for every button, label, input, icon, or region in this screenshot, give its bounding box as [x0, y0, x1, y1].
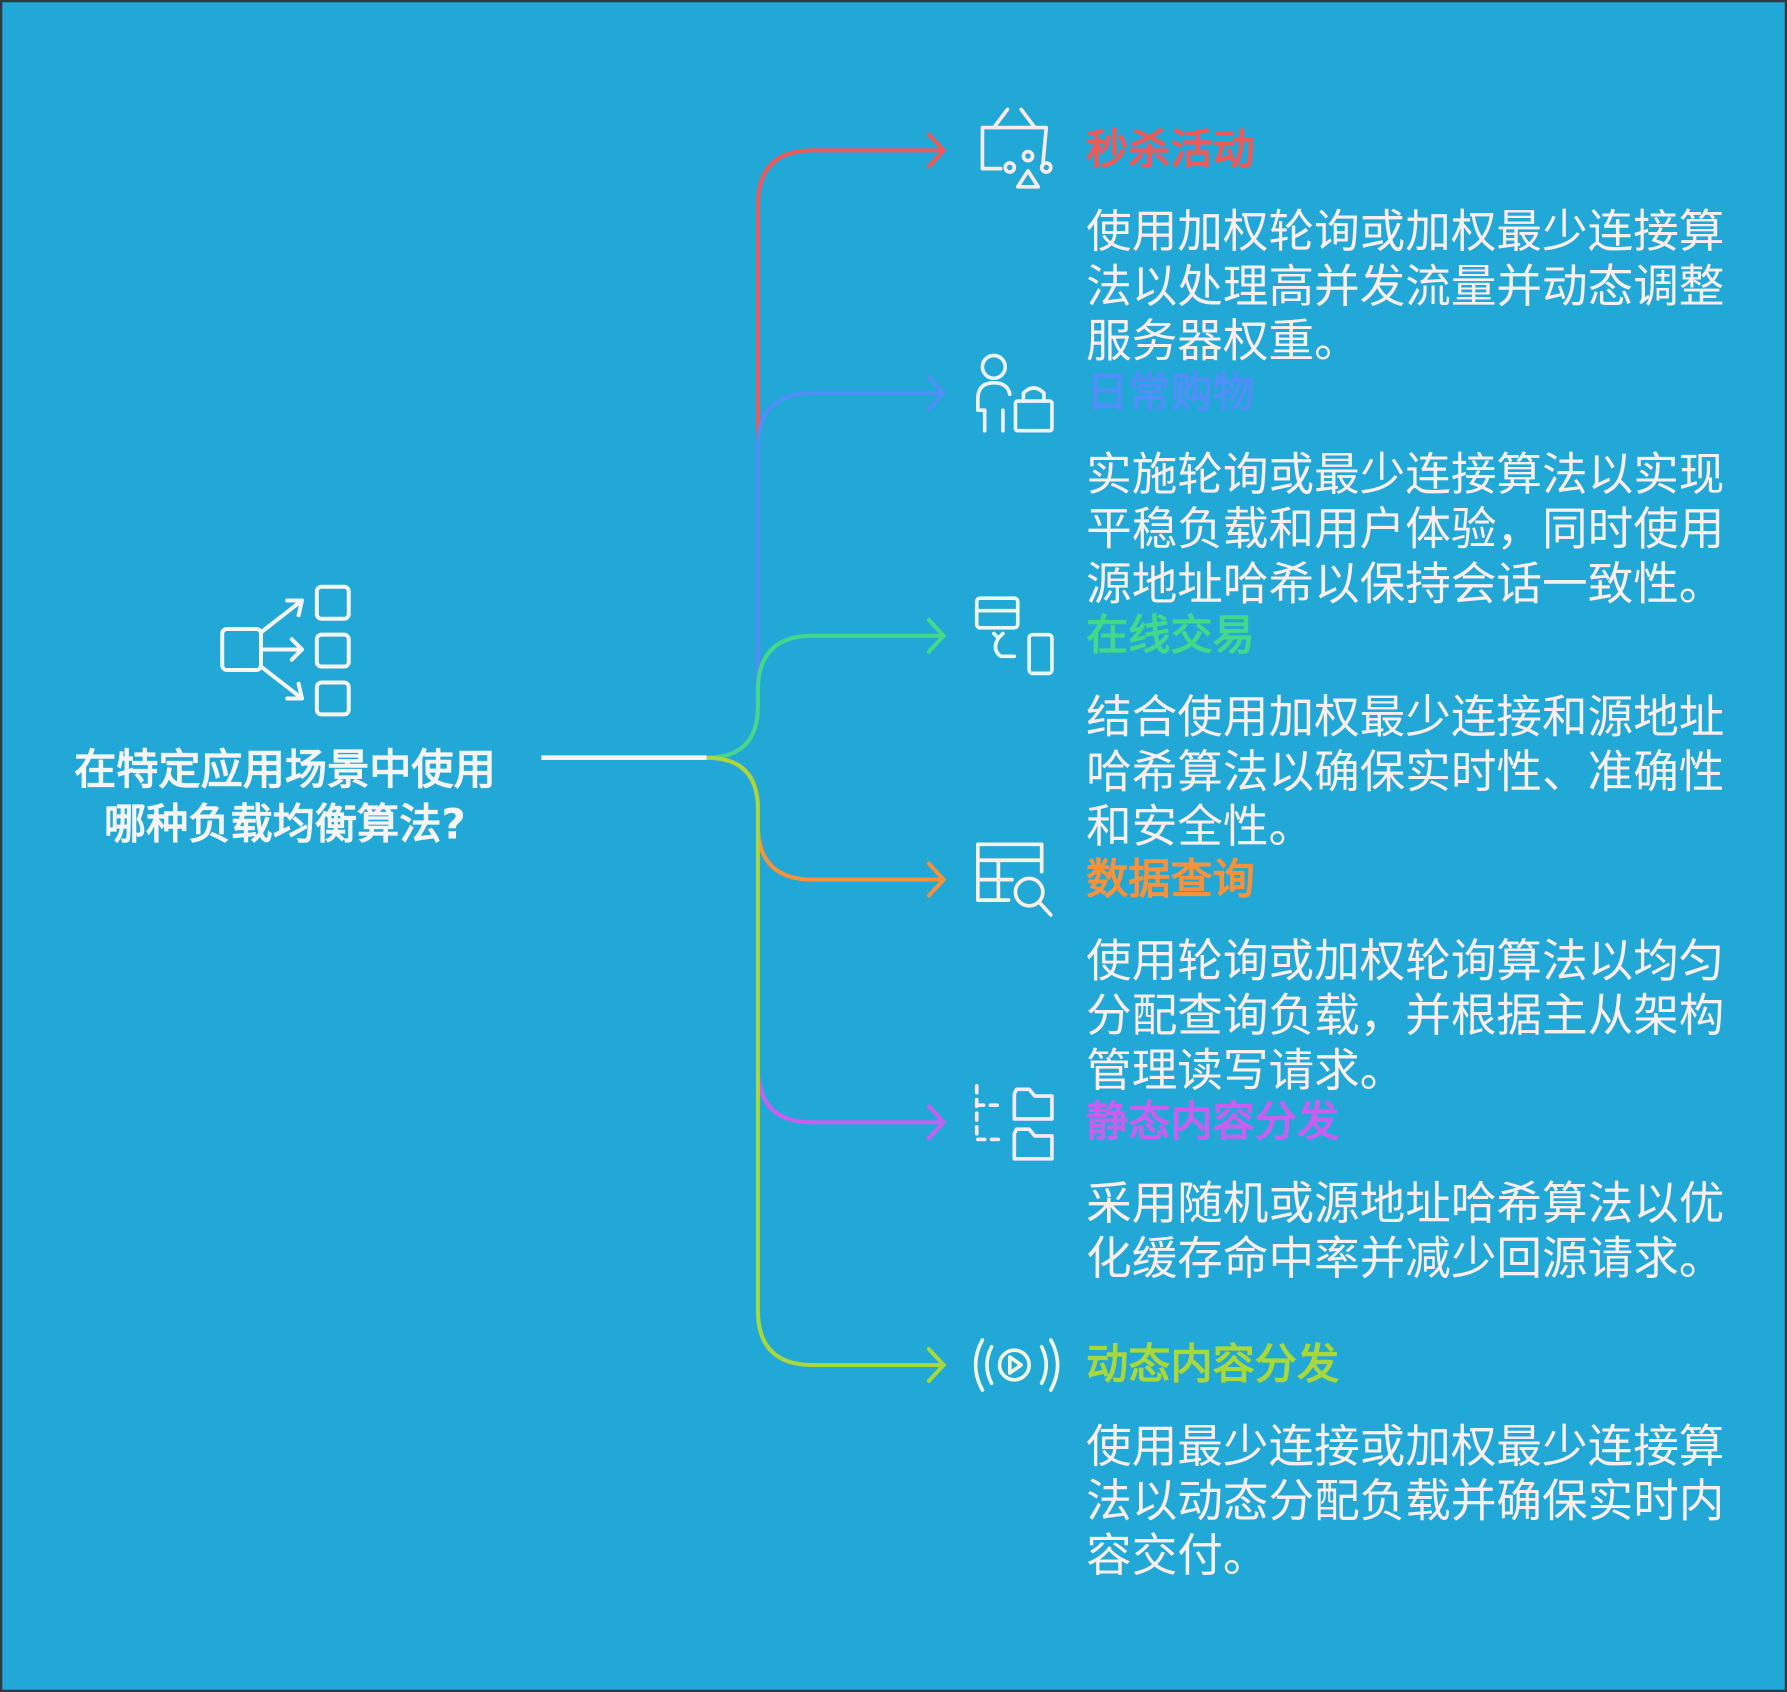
scenario-5: 静态内容分发采用随机或源地址哈希算法以优化缓存命中率并减少回源请求。 — [1086, 1095, 1770, 1286]
scenario-title: 在线交易 — [1086, 610, 1255, 660]
scenario-title: 动态内容分发 — [1086, 1339, 1340, 1389]
description-line: 源地址哈希以保持会话一致性。 — [1086, 558, 1725, 611]
card-to-phone-icon — [974, 596, 1054, 676]
description-line: 使用轮询或加权轮询算法以均匀 — [1086, 935, 1725, 988]
branch-connector — [706, 148, 944, 760]
scenario-description: 采用随机或源地址哈希算法以优化缓存命中率并减少回源请求。 — [1086, 1177, 1770, 1286]
scenario-1: 秒杀活动使用加权轮询或加权最少连接算法以处理高并发流量并动态调整服务器权重。 — [1086, 123, 1770, 369]
arrowhead-icon — [926, 1104, 947, 1141]
scenario-title: 日常购物 — [1086, 368, 1255, 418]
load-balancer-icon — [220, 584, 351, 717]
folder-tree-icon — [974, 1084, 1054, 1161]
scenario-description: 实施轮询或最少连接算法以实现平稳负载和用户体验，同时使用源地址哈希以保持会话一致… — [1086, 448, 1770, 612]
description-line: 法以处理高并发流量并动态调整 — [1086, 260, 1725, 314]
broadcast-play-icon — [973, 1338, 1060, 1392]
scenario-title: 静态内容分发 — [1086, 1097, 1340, 1147]
description-line: 容交付。 — [1086, 1530, 1269, 1583]
central-question: 在特定应用场景中使用 哪种负载均衡算法? — [34, 743, 535, 852]
branch-connector — [706, 633, 944, 760]
branch-connector — [706, 755, 944, 882]
description-line: 使用加权轮询或加权最少连接算 — [1086, 206, 1725, 259]
arrowhead-icon — [926, 132, 947, 169]
scenario-description: 使用加权轮询或加权最少连接算法以处理高并发流量并动态调整服务器权重。 — [1086, 205, 1770, 369]
description-line: 和安全性。 — [1086, 800, 1315, 854]
scenario-description: 结合使用加权最少连接和源地址哈希算法以确保实时性、准确性和安全性。 — [1086, 690, 1770, 854]
shopper-bag-icon — [976, 353, 1054, 433]
table-search-icon — [976, 842, 1053, 917]
description-line: 法以动态分配负载并确保实时内 — [1086, 1475, 1725, 1528]
scenario-6: 动态内容分发使用最少连接或加权最少连接算法以动态分配负载并确保实时内容交付。 — [1086, 1338, 1770, 1584]
description-line: 服务器权重。 — [1086, 315, 1360, 369]
scenario-title: 秒杀活动 — [1086, 125, 1255, 175]
branch-connector — [706, 391, 944, 760]
arrowhead-icon — [926, 861, 947, 898]
scenario-description: 使用最少连接或加权最少连接算法以动态分配负载并确保实时内容交付。 — [1086, 1420, 1770, 1584]
description-line: 使用最少连接或加权最少连接算 — [1086, 1420, 1725, 1474]
question-line: 在特定应用场景中使用 — [74, 745, 496, 795]
scenario-description: 使用轮询或加权轮询算法以均匀分配查询负载，并根据主从架构管理读写请求。 — [1086, 934, 1770, 1098]
description-line: 分配查询负载，并根据主从架构 — [1086, 990, 1725, 1043]
scenario-2: 日常购物实施轮询或最少连接算法以实现平稳负载和用户体验，同时使用源地址哈希以保持… — [1086, 366, 1770, 612]
description-line: 采用随机或源地址哈希算法以优 — [1086, 1178, 1725, 1231]
description-line: 哈希算法以确保实时性、准确性 — [1086, 746, 1725, 799]
branch-connector — [706, 755, 944, 1125]
arrowhead-icon — [926, 1347, 947, 1383]
description-line: 实施轮询或最少连接算法以实现 — [1086, 448, 1725, 502]
question-line: 哪种负载均衡算法? — [104, 799, 466, 849]
description-line: 管理读写请求。 — [1086, 1044, 1406, 1098]
branch-connector — [706, 755, 944, 1367]
description-line: 平稳负载和用户体验，同时使用 — [1086, 503, 1725, 557]
arrowhead-icon — [926, 617, 947, 654]
basket-icon — [980, 107, 1053, 189]
arrowhead-icon — [926, 375, 947, 412]
description-line: 化缓存命中率并减少回源请求。 — [1086, 1232, 1725, 1286]
description-line: 结合使用加权最少连接和源地址 — [1086, 691, 1725, 745]
scenario-title: 数据查询 — [1086, 854, 1255, 904]
scenario-3: 在线交易结合使用加权最少连接和源地址哈希算法以确保实时性、准确性和安全性。 — [1086, 608, 1770, 854]
scenario-4: 数据查询使用轮询或加权轮询算法以均匀分配查询负载，并根据主从架构管理读写请求。 — [1086, 852, 1770, 1098]
